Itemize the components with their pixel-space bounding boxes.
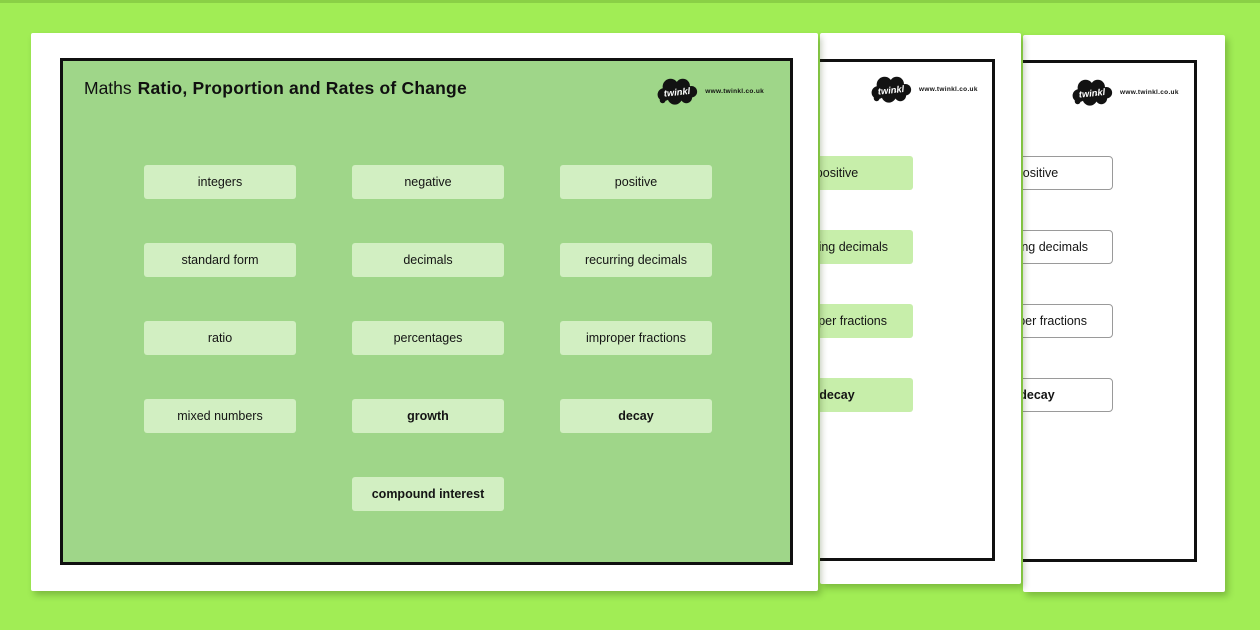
twinkl-logo: twinkl www.twinkl.co.uk xyxy=(868,74,978,104)
word-card: positive xyxy=(820,156,913,190)
preview-page-3: twinkl www.twinkl.co.uk positive recurrin… xyxy=(1023,35,1225,592)
twinkl-url-text: www.twinkl.co.uk xyxy=(919,85,978,93)
twinkl-logo: twinkl www.twinkl.co.uk xyxy=(1069,77,1179,107)
word-card: integers xyxy=(144,165,296,199)
word-card: decay xyxy=(820,378,913,412)
word-card: positive xyxy=(1023,156,1113,190)
word-card: standard form xyxy=(144,243,296,277)
svg-text:twinkl: twinkl xyxy=(1078,87,1106,100)
title-subject: Maths xyxy=(84,78,132,98)
twinkl-cloud-icon: twinkl xyxy=(871,76,912,103)
twinkl-logo: twinkl www.twinkl.co.uk xyxy=(654,76,764,106)
word-card: ratio xyxy=(144,321,296,355)
word-card: recurring decimals xyxy=(560,243,712,277)
word-card: recurring decimals xyxy=(1023,230,1113,264)
twinkl-url-text: www.twinkl.co.uk xyxy=(705,87,764,95)
svg-text:twinkl: twinkl xyxy=(877,84,905,97)
svg-text:twinkl: twinkl xyxy=(664,86,692,99)
bg-top-edge xyxy=(0,0,1260,3)
title-topic: Ratio, Proportion and Rates of Change xyxy=(137,78,467,98)
word-card: decay xyxy=(1023,378,1113,412)
word-card: improper fractions xyxy=(820,304,913,338)
twinkl-cloud-icon: twinkl xyxy=(657,78,698,105)
word-card: improper fractions xyxy=(1023,304,1113,338)
word-card: compound interest xyxy=(352,477,504,511)
word-card: recurring decimals xyxy=(820,230,913,264)
word-card: percentages xyxy=(352,321,504,355)
page2-border-frame xyxy=(820,59,995,561)
word-card: decimals xyxy=(352,243,504,277)
preview-page-2: twinkl www.twinkl.co.uk positive recurrin… xyxy=(820,33,1021,584)
word-card: decay xyxy=(560,399,712,433)
word-card: mixed numbers xyxy=(144,399,296,433)
word-card: improper fractions xyxy=(560,321,712,355)
twinkl-url-text: www.twinkl.co.uk xyxy=(1120,88,1179,96)
word-card: positive xyxy=(560,165,712,199)
word-card: negative xyxy=(352,165,504,199)
page3-border-frame xyxy=(1023,60,1197,562)
word-card: growth xyxy=(352,399,504,433)
twinkl-cloud-icon: twinkl xyxy=(1072,79,1113,106)
